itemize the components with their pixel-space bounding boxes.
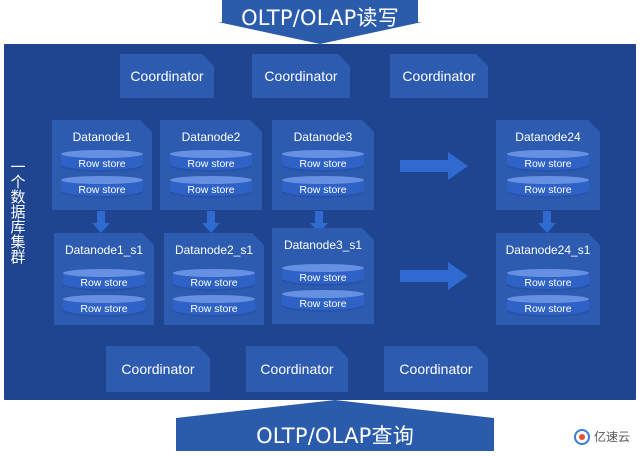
datanode-3-title: Datanode3	[293, 130, 353, 144]
row-store: Row store	[282, 176, 364, 198]
datanode-1-s1-title: Datanode1_s1	[64, 243, 144, 257]
row-store: Row store	[61, 176, 143, 198]
row-store: Row store	[173, 295, 255, 317]
row-store: Row store	[282, 150, 364, 172]
cloud-logo-icon	[573, 428, 590, 445]
datanode-1-title: Datanode1	[72, 130, 132, 144]
datanode-2: Datanode2 Row store Row store	[160, 120, 262, 210]
row-store: Row store	[507, 269, 589, 291]
watermark-text: 亿速云	[593, 430, 630, 444]
datanode-1-s1: Datanode1_s1 Row store Row store	[54, 233, 154, 325]
datanode-3-s1-title: Datanode3_s1	[283, 238, 363, 252]
coordinator-bottom-1: Coordinator	[106, 346, 210, 392]
bottom-banner-label: OLTP/OLAP查询	[256, 424, 414, 448]
continuation-arrow-bottom	[400, 262, 468, 290]
datanode-24-title: Datanode24	[515, 130, 581, 144]
bottom-query-arrow: OLTP/OLAP查询	[176, 400, 494, 451]
cluster-side-label: 一个数据库集群	[10, 158, 26, 266]
datanode-3: Datanode3 Row store Row store	[272, 120, 374, 210]
row-store: Row store	[173, 269, 255, 291]
replication-arrow-24	[538, 211, 556, 233]
datanode-24-s1: Datanode24_s1 Row store Row store	[496, 233, 600, 325]
row-store: Row store	[170, 176, 252, 198]
top-banner-label: OLTP/OLAP读写	[241, 6, 399, 30]
up-arrow-shape	[176, 400, 494, 451]
datanode-24-s1-title: Datanode24_s1	[505, 243, 591, 257]
row-store: Row store	[282, 290, 364, 312]
row-store: Row store	[63, 295, 145, 317]
row-store: Row store	[507, 176, 589, 198]
coordinator-top-2: Coordinator	[252, 54, 350, 98]
datanode-1: Datanode1 Row store Row store	[52, 120, 152, 210]
replication-arrow-3	[310, 211, 328, 233]
continuation-arrow-top	[400, 152, 468, 180]
replication-arrow-1	[92, 211, 110, 233]
replication-arrow-2	[202, 211, 220, 233]
datanode-3-s1: Datanode3_s1 Row store Row store	[272, 228, 374, 324]
row-store: Row store	[282, 264, 364, 286]
down-arrow-shape	[218, 0, 422, 44]
watermark: 亿速云	[573, 428, 630, 445]
coordinator-top-1: Coordinator	[120, 54, 214, 98]
row-store: Row store	[170, 150, 252, 172]
datanode-2-title: Datanode2	[181, 130, 241, 144]
coordinator-bottom-2: Coordinator	[246, 346, 348, 392]
row-store: Row store	[507, 150, 589, 172]
coordinator-bottom-3: Coordinator	[384, 346, 488, 392]
row-store: Row store	[63, 269, 145, 291]
coordinator-top-3: Coordinator	[390, 54, 488, 98]
top-write-arrow: OLTP/OLAP读写	[218, 0, 422, 44]
datanode-2-s1: Datanode2_s1 Row store Row store	[164, 233, 264, 325]
row-store: Row store	[61, 150, 143, 172]
datanode-2-s1-title: Datanode2_s1	[174, 243, 254, 257]
datanode-24: Datanode24 Row store Row store	[496, 120, 600, 210]
row-store: Row store	[507, 295, 589, 317]
